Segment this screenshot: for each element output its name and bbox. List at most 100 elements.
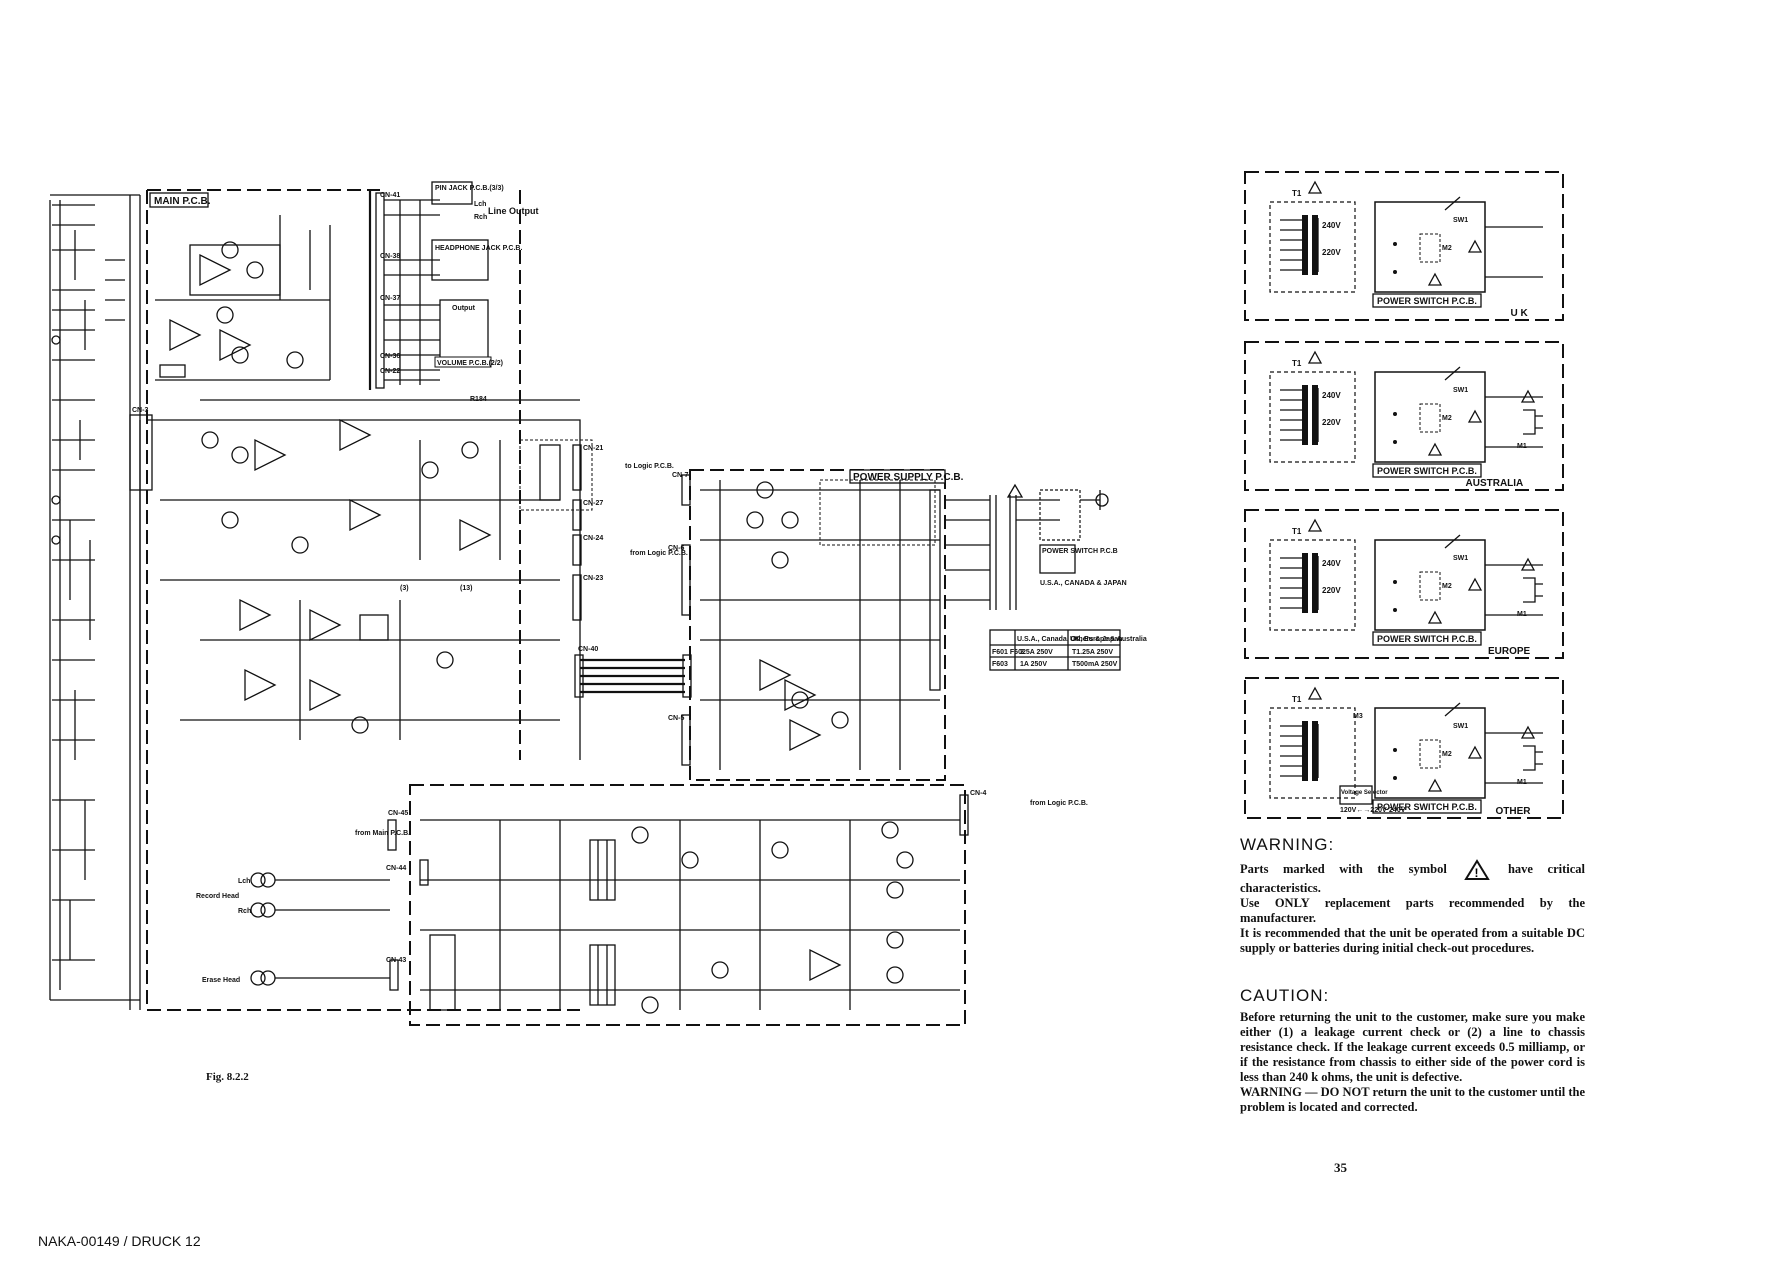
mains-plug-icon: [1523, 745, 1543, 771]
svg-text:2.5A 250V: 2.5A 250V: [1020, 649, 1053, 656]
from-logic-label-1: from Logic P.C.B.: [630, 550, 688, 557]
head-rch-label: Rch: [238, 908, 251, 915]
panel-region-label: AUSTRALIA: [1466, 478, 1524, 489]
svg-text:CN-43: CN-43: [386, 957, 406, 964]
cn40-bus: [580, 658, 685, 694]
plug-warning-icon: [1520, 557, 1536, 571]
warning-paragraph-1: Parts marked with the symbol ! have crit…: [1240, 859, 1585, 896]
transformer-warning-icon: [1307, 686, 1323, 700]
panel-region-label: OTHER: [1496, 806, 1532, 817]
svg-text:CN-6: CN-6: [668, 545, 684, 552]
fuse-table: U.S.A., Canada, Others & Japan UK, Europ…: [989, 629, 1147, 671]
panel-m3-label: M3: [1353, 713, 1363, 720]
switch-warning-icon: [1427, 778, 1443, 792]
output-label: Output: [452, 305, 476, 312]
signal-processing-block: CN-3 R184 (3) (13): [129, 396, 593, 760]
panel-t1-label: T1: [1292, 189, 1302, 198]
svg-text:CN-24: CN-24: [583, 535, 603, 542]
record-amp-block: CN-45 CN-44 CN-43 CN-4 from Main P.C.B. …: [355, 784, 1088, 1026]
plug-warning-icon: [1520, 725, 1536, 739]
transformer-warning-icon: [1307, 180, 1323, 194]
switch-warning-icon-2: [1467, 745, 1483, 759]
svg-text:CN-37: CN-37: [380, 295, 400, 302]
headphone-box: [431, 239, 489, 281]
heads: Lch Rch Record Head Erase Head: [196, 872, 390, 986]
figure-label: Fig. 8.2.2: [206, 1071, 249, 1083]
page-number: 35: [1334, 1160, 1347, 1175]
pin-jack-box: [431, 181, 473, 205]
from-main-label: from Main P.C.B.: [355, 830, 410, 837]
panel-power-switch-label: POWER SWITCH P.C.B.: [1377, 466, 1477, 476]
svg-text:(3): (3): [400, 585, 409, 592]
svg-text:CN-22: CN-22: [380, 368, 400, 375]
svg-text:CN-45: CN-45: [388, 810, 408, 817]
pin-jack-label: PIN JACK P.C.B.(3/3): [435, 185, 504, 192]
panel-240v-label: 240V: [1322, 391, 1341, 400]
warning-p1-before: Parts marked with the symbol: [1240, 861, 1447, 876]
power-supply-block: POWER SUPPLY P.C.B. CN-7 CN-6 CN-5: [668, 469, 964, 781]
svg-text:CN-4: CN-4: [970, 790, 986, 797]
panel-t1-label: T1: [1292, 359, 1302, 368]
svg-text:1A 250V: 1A 250V: [1020, 661, 1047, 668]
caution-section: CAUTION: Before returning the unit to th…: [1240, 986, 1585, 1115]
switch-warning-icon: [1427, 272, 1443, 286]
panel-power-switch-label: POWER SWITCH P.C.B.: [1377, 634, 1477, 644]
line-output-label: Line Output: [488, 206, 539, 216]
mains-plug-icon: [1523, 577, 1543, 603]
caution-heading: CAUTION:: [1240, 986, 1330, 1005]
warning-caution-notes: WARNING: Parts marked with the symbol ! …: [1240, 835, 1585, 1115]
switch-warning-icon-2: [1467, 409, 1483, 423]
panel-power-switch-label: POWER SWITCH P.C.B.: [1377, 802, 1477, 812]
svg-text:CN-7: CN-7: [672, 472, 688, 479]
pin-lch-label: Lch: [474, 201, 486, 208]
svg-text:U.S.A., Canada, Others & Japan: U.S.A., Canada, Others & Japan: [1017, 636, 1122, 643]
region-usa-label: U.S.A., CANADA & JAPAN: [1040, 580, 1127, 587]
svg-text:CN-36: CN-36: [380, 353, 400, 360]
power-supply-label: POWER SUPPLY P.C.B.: [853, 472, 964, 483]
small-power-switch-label: POWER SWITCH P.C.B: [1042, 548, 1118, 555]
connector-stack-right: CN-21 CN-27 CN-24 CN-23 to Logic P.C.B. …: [572, 444, 688, 621]
svg-text:CN-40: CN-40: [578, 646, 598, 653]
head-lch-label: Lch: [238, 878, 250, 885]
panel-m2-label: M2: [1442, 415, 1452, 422]
main-transformer: POWER SWITCH P.C.B U.S.A., CANADA & JAPA…: [945, 483, 1127, 610]
panel-sw1-label: SW1: [1453, 555, 1468, 562]
panel-m1-label: M1: [1517, 611, 1527, 618]
svg-text:(13): (13): [460, 585, 472, 592]
svg-text:F601 F602: F601 F602: [992, 649, 1026, 656]
panel-m2-label: M2: [1442, 245, 1452, 252]
panel-220v-label: 220V: [1322, 418, 1341, 427]
switch-warning-icon: [1427, 442, 1443, 456]
transformer-warning-icon: [1307, 350, 1323, 364]
pin-rch-label: Rch: [474, 214, 487, 221]
svg-text:CN-5: CN-5: [668, 715, 684, 722]
warning-paragraph-3: It is recommended that the unit be opera…: [1240, 926, 1585, 955]
svg-text:CN-38: CN-38: [380, 253, 400, 260]
erase-head-label: Erase Head: [202, 977, 240, 984]
record-head-label: Record Head: [196, 893, 239, 900]
svg-text:R184: R184: [470, 396, 487, 403]
plug-warning-icon: [1520, 389, 1536, 403]
panel-m2-label: M2: [1442, 583, 1452, 590]
panel-t1-label: T1: [1292, 695, 1302, 704]
warning-triangle-icon: !: [1464, 859, 1491, 880]
svg-text:!: !: [1475, 866, 1479, 880]
main-pcb-label: MAIN P.C.B.: [154, 196, 211, 207]
caution-paragraph-2: WARNING — DO NOT return the unit to the …: [1240, 1085, 1585, 1114]
warning-section: WARNING: Parts marked with the symbol ! …: [1240, 835, 1585, 956]
headphone-label: HEADPHONE JACK P.C.B.: [435, 245, 522, 252]
svg-text:CN-3: CN-3: [132, 407, 148, 414]
panel-m2-label: M2: [1442, 751, 1452, 758]
mains-plug-icon: [1523, 409, 1543, 435]
panel-220v-label: 220V: [1322, 586, 1341, 595]
svg-text:CN-21: CN-21: [583, 445, 603, 452]
svg-text:CN-44: CN-44: [386, 865, 406, 872]
to-logic-label-1: to Logic P.C.B.: [625, 463, 674, 470]
panel-240v-label: 240V: [1322, 559, 1341, 568]
transformer-warning-icon: [1307, 518, 1323, 532]
